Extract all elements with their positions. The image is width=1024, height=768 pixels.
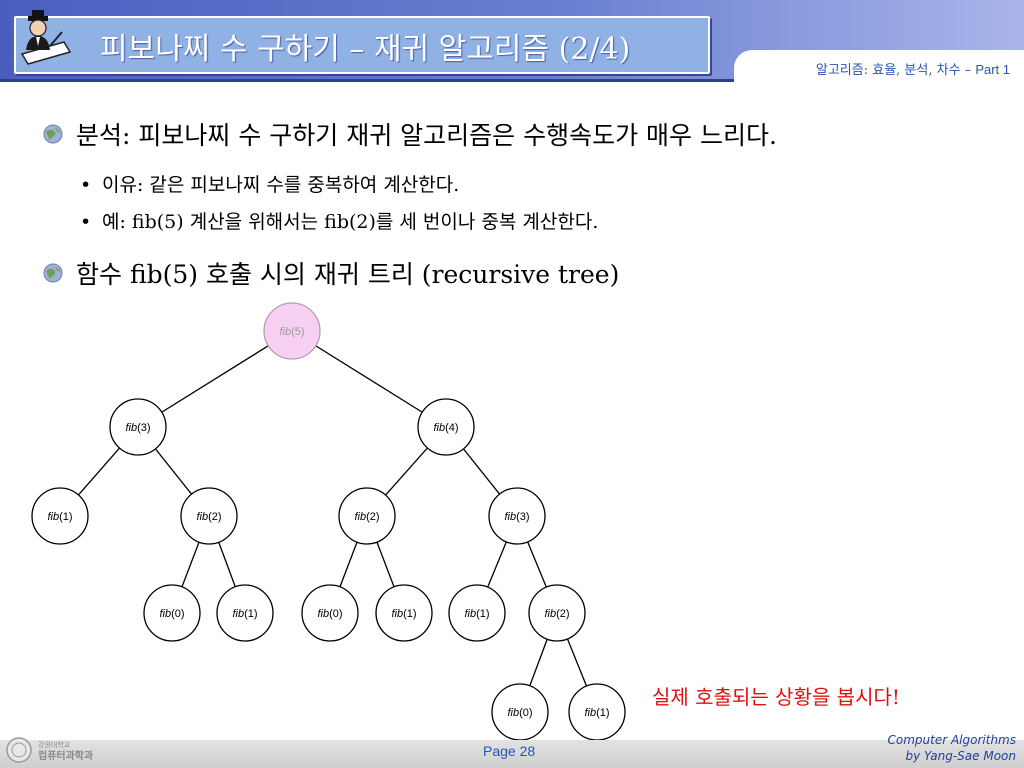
tree-node-label: fib(4) [433, 422, 458, 434]
page-number: Page 28 [483, 743, 536, 759]
tree-node-circle [488, 487, 546, 545]
bullet-reason: • 이유: 같은 피보나찌 수를 중복하여 계산한다. [80, 170, 459, 197]
tree-node-label: fib(0) [507, 707, 532, 719]
tree-node: fib(0) [301, 584, 359, 642]
footer-course: Computer Algorithms by Yang-Sae Moon [888, 732, 1017, 764]
tree-node: fib(2) [528, 584, 586, 642]
tree-node-circle [375, 584, 433, 642]
tree-node: fib(3) [488, 487, 546, 545]
tree-node-label: fib(1) [584, 707, 609, 719]
tree-node-label: fib(0) [159, 608, 184, 620]
course-tag-text: 알고리즘: 효율, 분석, 차수 – [815, 63, 972, 78]
bullet-example-text: 예: fib(5) 계산을 위해서는 fib(2)를 세 번이나 중복 계산한다… [102, 211, 599, 233]
bullet-example: • 예: fib(5) 계산을 위해서는 fib(2)를 세 번이나 중복 계산한… [80, 207, 598, 234]
tree-node-circle [109, 398, 167, 456]
title-box [14, 16, 710, 74]
bullet-analysis-text: 분석: 피보나찌 수 구하기 재귀 알고리즘은 수행속도가 매우 느리다. [76, 121, 777, 150]
tree-node: fib(4) [417, 398, 475, 456]
tree-node-label: fib(1) [391, 608, 416, 620]
tree-node: fib(2) [338, 487, 396, 545]
tree-node-label: fib(1) [232, 608, 257, 620]
footer-band [0, 740, 1024, 768]
tree-edge [291, 330, 447, 428]
tree-node-circle [338, 487, 396, 545]
tree-node: fib(2) [180, 487, 238, 545]
tree-node-label: fib(2) [544, 608, 569, 620]
professor-logo-icon [20, 10, 72, 65]
globe-bullet-icon [43, 124, 63, 144]
tree-node-label: fib(1) [464, 608, 489, 620]
bullet-analysis: 분석: 피보나찌 수 구하기 재귀 알고리즘은 수행속도가 매우 느리다. [42, 116, 777, 152]
tree-node-label: fib(5) [279, 326, 304, 338]
globe-bullet-icon [43, 263, 63, 283]
tree-node-circle [31, 487, 89, 545]
tree-node: fib(1) [448, 584, 506, 642]
course-tag: 알고리즘: 효율, 분석, 차수 – Part 1 [816, 59, 1010, 78]
slide-title: 피보나찌 수 구하기 – 재귀 알고리즘 (2/4) [100, 32, 631, 67]
tree-node-circle [263, 302, 321, 360]
tree-node: fib(5) [263, 302, 321, 360]
tree-node: fib(1) [375, 584, 433, 642]
tree-node: fib(1) [31, 487, 89, 545]
bullet-dot-icon: • [80, 211, 92, 233]
course-part: Part 1 [975, 62, 1010, 77]
tree-node: fib(1) [216, 584, 274, 642]
tree-node: fib(3) [109, 398, 167, 456]
call-note: 실제 호출되는 상황을 봅시다! [652, 685, 900, 709]
bullet-tree: 함수 fib(5) 호출 시의 재귀 트리 (recursive tree) [42, 255, 619, 291]
tree-node-label: fib(1) [47, 511, 72, 523]
tree-node-circle [417, 398, 475, 456]
tree-node-label: fib(2) [196, 511, 221, 523]
course-tab [734, 50, 1024, 86]
tree-node-circle [301, 584, 359, 642]
tree-edge [137, 330, 293, 428]
tree-node-circle [448, 584, 506, 642]
tree-node: fib(0) [143, 584, 201, 642]
footer-course-title: Computer Algorithms [887, 733, 1017, 747]
tree-node-label: fib(3) [125, 422, 150, 434]
bullet-tree-text: 함수 fib(5) 호출 시의 재귀 트리 (recursive tree) [76, 260, 620, 289]
tree-nodes: fib(5) fib(3) fib(4) fib(1) fib(2) fib(2) fib(… [31, 302, 626, 741]
university-logo: 강원대학교 컴퓨터과학과 [6, 737, 94, 763]
logo-line2: 컴퓨터과학과 [38, 749, 94, 762]
bullet-dot-icon: • [80, 174, 92, 196]
tree-node-circle [216, 584, 274, 642]
tree-node: fib(0) [491, 683, 549, 741]
tree-node-circle [143, 584, 201, 642]
tree-node: fib(1) [568, 683, 626, 741]
logo-line1: 강원대학교 [38, 740, 71, 749]
bullet-reason-text: 이유: 같은 피보나찌 수를 중복하여 계산한다. [102, 174, 460, 196]
tree-node-circle [180, 487, 238, 545]
tree-node-label: fib(0) [317, 608, 342, 620]
tree-node-label: fib(2) [354, 511, 379, 523]
tree-node-label: fib(3) [504, 511, 529, 523]
tree-node-circle [528, 584, 586, 642]
footer-course-author: by Yang-Sae Moon [905, 749, 1016, 763]
